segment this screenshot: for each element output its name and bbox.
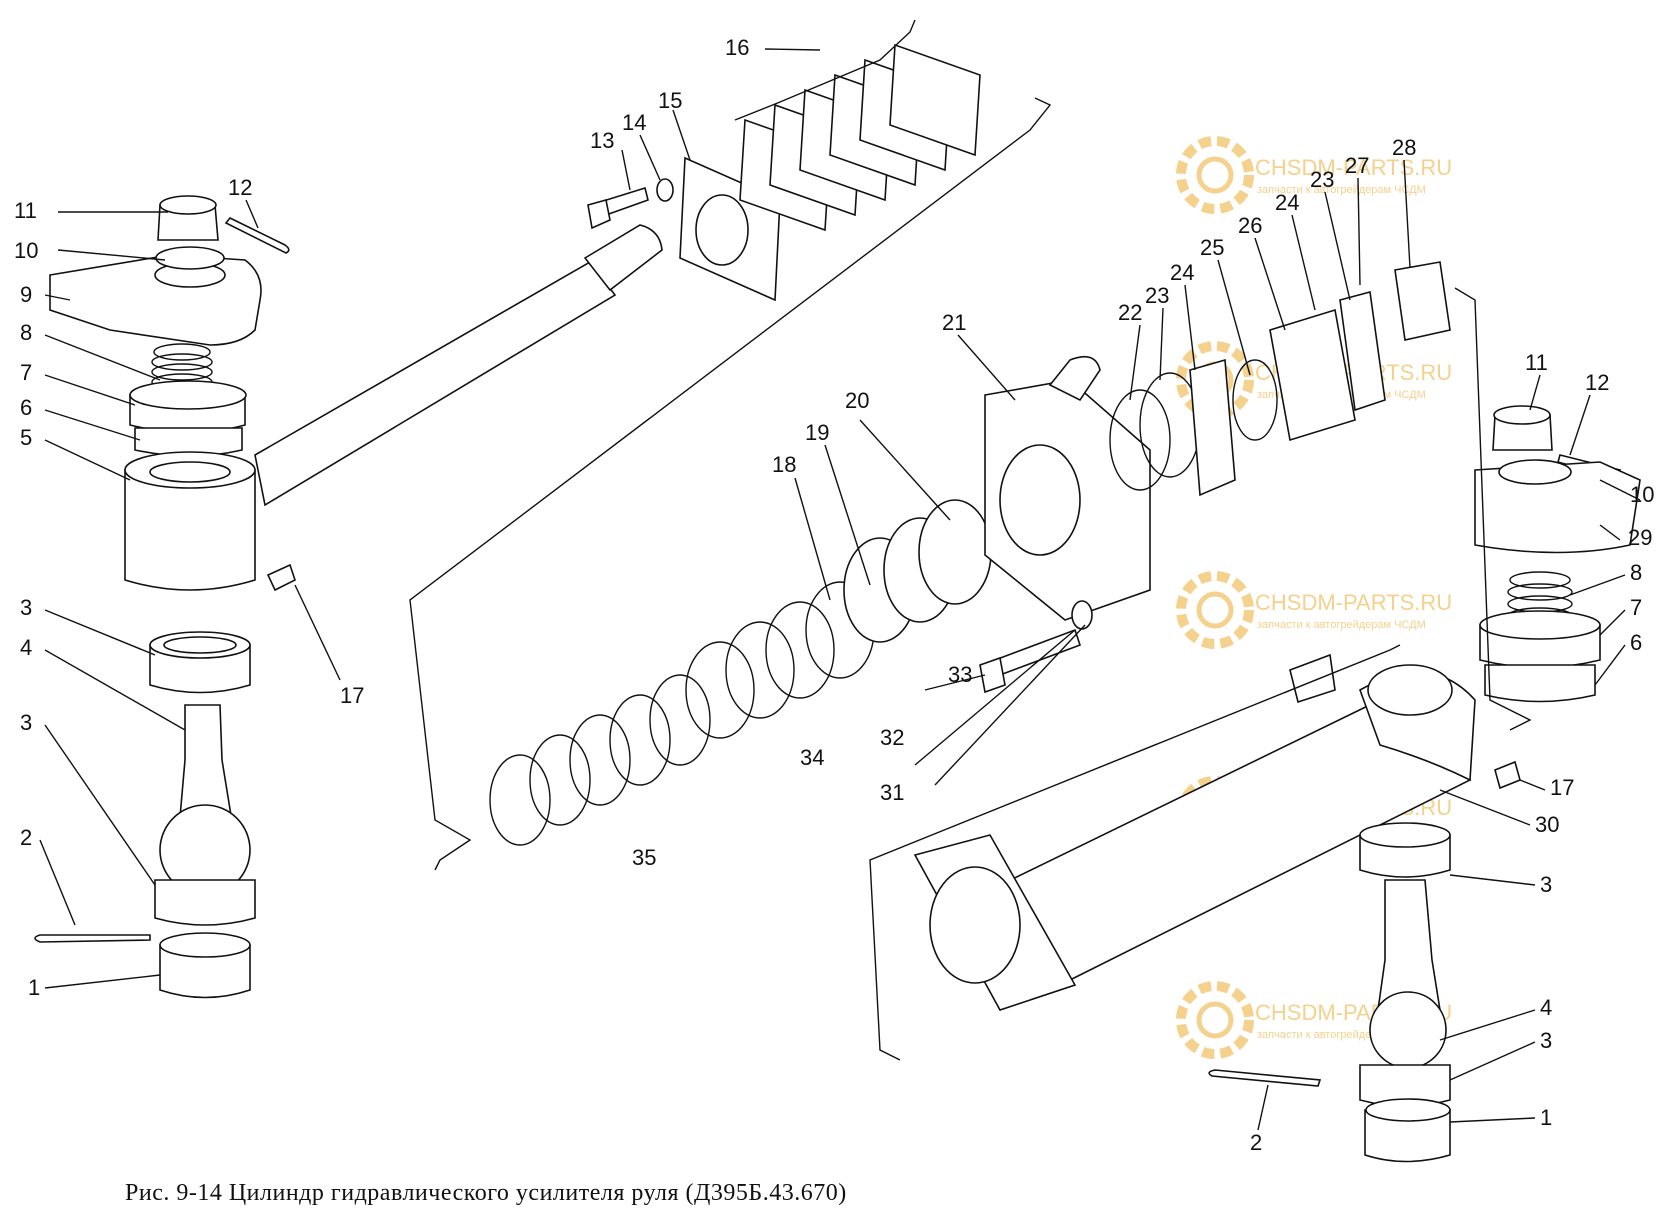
watermark-subtitle: запчасти к автогрейдерам ЧСДМ	[1257, 184, 1426, 196]
watermark-subtitle: запчасти к автогрейдерам ЧСДМ	[1257, 619, 1426, 631]
part-28-nut	[1394, 261, 1451, 341]
part-16-shims	[739, 43, 981, 232]
part-27-piston-ring	[1339, 290, 1386, 412]
callout-7-left: 7	[20, 360, 32, 385]
callout-22: 22	[1118, 300, 1142, 325]
callout-13: 13	[590, 128, 614, 153]
callout-26: 26	[1238, 213, 1262, 238]
callout-11-right: 11	[1525, 350, 1548, 375]
part-3-liner-lower	[154, 879, 256, 926]
callout-17-left: 17	[340, 683, 364, 708]
callout-32: 32	[880, 725, 904, 750]
cylinder-30	[913, 653, 1476, 1011]
piston-group	[979, 261, 1451, 694]
watermark-brand: CHSDM-PARTS.RU	[1255, 590, 1452, 615]
part-10-washer-right	[1498, 459, 1572, 485]
callout-16: 16	[725, 35, 749, 60]
part-31-washer	[1071, 600, 1093, 630]
callout-3-left-b: 3	[20, 710, 32, 735]
part-12-cotter-pin	[224, 216, 290, 254]
part-9-lever	[49, 254, 262, 346]
callout-12-left: 12	[228, 175, 252, 200]
part-1-threaded-plug	[159, 944, 251, 999]
callout-8-right: 8	[1630, 560, 1642, 585]
spring-pack	[489, 499, 992, 846]
callout-19: 19	[805, 420, 829, 445]
callout-2-left: 2	[20, 825, 32, 850]
callout-5: 5	[20, 425, 32, 450]
callout-12-right: 12	[1585, 370, 1609, 395]
gear-logo-icon	[1176, 341, 1254, 419]
callout-29: 29	[1628, 525, 1652, 550]
callout-34: 34	[800, 745, 824, 770]
part-8-spring	[151, 343, 213, 391]
part-6-seal-right	[1484, 664, 1596, 703]
callout-6-right: 6	[1630, 630, 1642, 655]
callout-11-left: 11	[14, 198, 37, 223]
callout-15: 15	[658, 88, 682, 113]
callout-35: 35	[632, 845, 656, 870]
callout-3-left-a: 3	[20, 595, 32, 620]
part-17-grease-fitting	[266, 563, 296, 592]
callout-10-right: 10	[1630, 482, 1654, 507]
callout-23-a: 23	[1145, 283, 1169, 308]
callout-23-b: 23	[1310, 167, 1334, 192]
part-35-spring	[489, 674, 711, 846]
flange-group	[587, 43, 981, 302]
callout-4-right: 4	[1540, 995, 1552, 1020]
callout-24-a: 24	[1170, 260, 1194, 285]
callout-14: 14	[622, 110, 646, 135]
callout-10-left: 10	[14, 238, 38, 263]
callout-31: 31	[880, 780, 904, 805]
part-2-cotter-pin-right	[1208, 1069, 1322, 1087]
callout-17-right: 17	[1550, 775, 1574, 800]
callout-8-left: 8	[20, 320, 32, 345]
part-22-ring	[1109, 389, 1171, 491]
callout-18: 18	[772, 452, 796, 477]
part-14-washer	[656, 178, 674, 202]
callout-21: 21	[942, 310, 966, 335]
callout-1-left: 1	[28, 975, 40, 1000]
callout-3-right-b: 3	[1540, 1028, 1552, 1053]
callout-4-left: 4	[20, 635, 32, 660]
callout-7-right: 7	[1630, 595, 1642, 620]
part-1-threaded-plug-right	[1364, 1109, 1451, 1163]
callout-labels: 11 12 10 9 8 7 6 5 3 4 3 2 1 17 13 14 15…	[14, 35, 1654, 1155]
gear-logo-icon	[1176, 981, 1254, 1059]
right-ball-joint-assembly	[1208, 405, 1641, 1163]
part-2-cotter-pin	[34, 934, 151, 943]
callout-30: 30	[1535, 812, 1559, 837]
figure-caption: Рис. 9-14 Цилиндр гидравлического усилит…	[125, 1180, 847, 1206]
callout-1-right: 1	[1540, 1105, 1552, 1130]
callout-20: 20	[845, 388, 869, 413]
callout-25: 25	[1200, 235, 1224, 260]
part-10-washer	[155, 246, 225, 270]
part-29-lever	[1474, 461, 1641, 554]
callout-2-right: 2	[1250, 1130, 1262, 1155]
part-26-piston	[1269, 308, 1356, 442]
watermark-brand: CHSDM-PARTS.RU	[1255, 155, 1452, 180]
leader-lines	[39, 48, 1641, 1131]
callout-3-right-a: 3	[1540, 872, 1552, 897]
callout-9: 9	[20, 282, 32, 307]
callout-28: 28	[1392, 135, 1416, 160]
part-24-seal	[1189, 358, 1236, 497]
part-17-grease-fitting-right	[1494, 760, 1521, 790]
callout-24-b: 24	[1275, 190, 1299, 215]
assembly-brackets	[409, 19, 1532, 1061]
callout-27: 27	[1345, 153, 1369, 178]
rod-shaft	[254, 260, 617, 507]
callout-33: 33	[948, 662, 972, 687]
left-ball-joint-assembly	[34, 195, 663, 999]
callout-6-left: 6	[20, 395, 32, 420]
part-25-oring	[1232, 359, 1278, 441]
gear-logo-icon	[1176, 571, 1254, 649]
watermark-3: CHSDM-PARTS.RU запчасти к автогрейдерам …	[1176, 571, 1452, 649]
part-33-spring	[843, 499, 992, 643]
watermark-1: CHSDM-PARTS.RU запчасти к автогрейдерам …	[1176, 136, 1452, 214]
gear-logo-icon	[1176, 136, 1254, 214]
